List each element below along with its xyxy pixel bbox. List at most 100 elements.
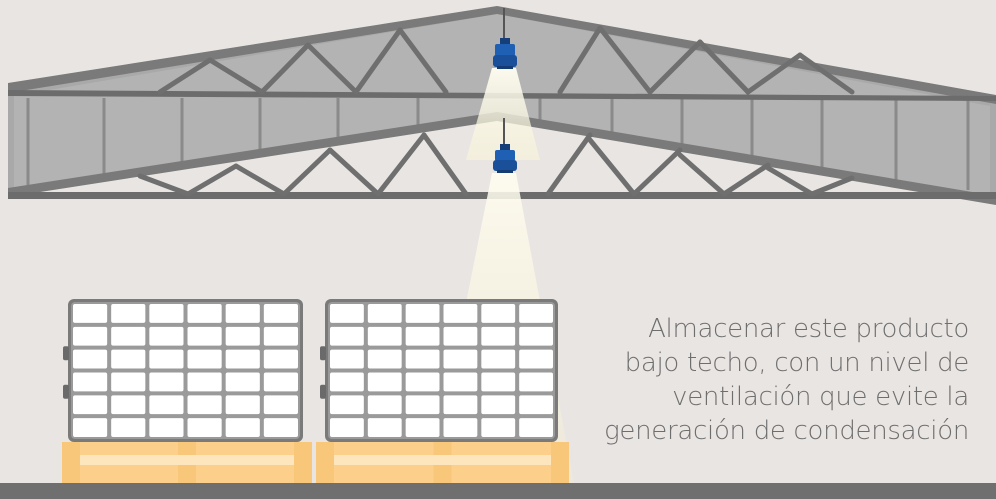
roof-lower-chord bbox=[8, 112, 996, 205]
panel-cell bbox=[225, 326, 260, 346]
panel-cell bbox=[263, 304, 298, 323]
truss-diagonals bbox=[137, 25, 855, 197]
floor bbox=[0, 483, 996, 499]
panel-cell bbox=[330, 349, 364, 369]
truss-diagonal bbox=[557, 25, 603, 95]
panel-cell bbox=[73, 395, 108, 415]
truss-diagonal bbox=[721, 162, 771, 197]
pallet-gap bbox=[334, 455, 551, 465]
panel-cell bbox=[519, 349, 553, 369]
panel-cell bbox=[263, 395, 298, 415]
panel-cell bbox=[405, 349, 440, 369]
truss-diagonal bbox=[809, 175, 855, 197]
panel-cell bbox=[111, 395, 146, 415]
panel-cell bbox=[519, 304, 553, 323]
panel-cell bbox=[443, 372, 478, 392]
panel-cell bbox=[367, 349, 402, 369]
truss-diagonal bbox=[765, 165, 815, 197]
truss-diagonal bbox=[797, 52, 855, 95]
panel-cell bbox=[443, 395, 478, 415]
truss-diagonal bbox=[233, 163, 287, 197]
pallet-block bbox=[316, 442, 334, 483]
panel-cell bbox=[367, 372, 402, 392]
panel-cell bbox=[73, 326, 108, 346]
panel-cell bbox=[405, 372, 440, 392]
truss-diagonal bbox=[281, 147, 333, 197]
panel-cell bbox=[263, 326, 298, 346]
truss-diagonal bbox=[397, 27, 449, 95]
panel-cell bbox=[149, 349, 184, 369]
truss-diagonal bbox=[207, 57, 265, 95]
panel-cell bbox=[73, 304, 108, 323]
panel-cell bbox=[263, 418, 298, 437]
panel-cell bbox=[263, 372, 298, 392]
pallet-block bbox=[551, 442, 569, 483]
light-beam-upper bbox=[466, 68, 540, 160]
pallets bbox=[62, 442, 569, 483]
panel-cell bbox=[443, 418, 478, 437]
panel-cell bbox=[111, 349, 146, 369]
panel-cell bbox=[111, 372, 146, 392]
panel-cell bbox=[481, 326, 516, 346]
panel-cell bbox=[519, 326, 553, 346]
panel-cell bbox=[443, 304, 478, 323]
solar-panels bbox=[63, 299, 558, 442]
storage-instruction-text: Almacenar este producto bajo techo, con … bbox=[549, 312, 969, 448]
truss-diagonal bbox=[353, 27, 403, 95]
panel-cell bbox=[519, 395, 553, 415]
panel-cell bbox=[367, 418, 402, 437]
truss-diagonal bbox=[631, 147, 683, 197]
truss-diagonal bbox=[421, 132, 469, 197]
truss-diagonal bbox=[259, 42, 311, 95]
panel-cell bbox=[330, 372, 364, 392]
panel-cell bbox=[149, 372, 184, 392]
truss-diagonal bbox=[305, 42, 359, 95]
panel-cell bbox=[481, 395, 516, 415]
caption-line: Almacenar este producto bbox=[648, 314, 969, 344]
panel-cell bbox=[149, 304, 184, 323]
panel-cell bbox=[225, 418, 260, 437]
truss-diagonal bbox=[677, 152, 727, 197]
panel-cell bbox=[149, 326, 184, 346]
wooden-pallet bbox=[62, 442, 312, 483]
solar-panel bbox=[320, 299, 558, 442]
panel-cell bbox=[73, 418, 108, 437]
panel-cell bbox=[111, 418, 146, 437]
ceiling-lamp-icon bbox=[493, 144, 517, 173]
truss-diagonal bbox=[587, 137, 637, 197]
panel-cell bbox=[405, 418, 440, 437]
panel-cell bbox=[367, 304, 402, 323]
panel-cell bbox=[187, 395, 222, 415]
panel-cell bbox=[73, 372, 108, 392]
truss-diagonal bbox=[327, 147, 381, 197]
panel-cell bbox=[73, 349, 108, 369]
panel-cell bbox=[225, 372, 260, 392]
panel-cell bbox=[443, 326, 478, 346]
truss-diagonal bbox=[137, 173, 191, 197]
roof-upper-chord bbox=[8, 6, 996, 104]
solar-panel bbox=[63, 299, 303, 442]
pallet-block bbox=[294, 442, 312, 483]
pallet-gap bbox=[80, 455, 294, 465]
panel-cell bbox=[263, 349, 298, 369]
panel-cell bbox=[481, 304, 516, 323]
panel-cell bbox=[225, 395, 260, 415]
panel-cell bbox=[330, 326, 364, 346]
ceiling-lamp-icon bbox=[493, 38, 517, 69]
panel-cell bbox=[187, 418, 222, 437]
panel-cell bbox=[481, 349, 516, 369]
panel-cell bbox=[187, 326, 222, 346]
panel-cell bbox=[225, 304, 260, 323]
panel-connector bbox=[320, 346, 326, 361]
wooden-pallet bbox=[316, 442, 569, 483]
caption-line: bajo techo, con un nivel de bbox=[624, 348, 970, 378]
truss-diagonal bbox=[545, 132, 593, 197]
panel-connector bbox=[63, 384, 69, 399]
panel-connector bbox=[63, 346, 69, 361]
panel-cell bbox=[405, 326, 440, 346]
truss-diagonal bbox=[745, 52, 803, 95]
truss-diagonal bbox=[647, 39, 703, 95]
truss-diagonal bbox=[697, 39, 751, 95]
